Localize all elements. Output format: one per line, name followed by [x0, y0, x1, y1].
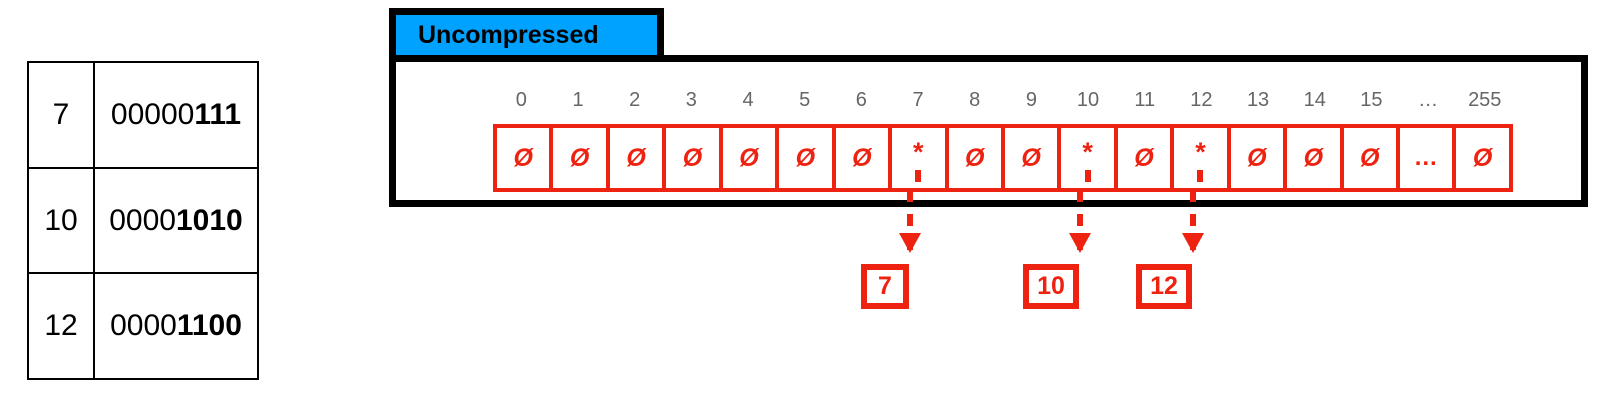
- binary-prefix: 0000: [110, 309, 177, 343]
- empty-set-icon: Ø: [513, 143, 533, 172]
- pointer-arrow-7: [899, 190, 921, 253]
- binary-prefix: 0000: [109, 203, 176, 237]
- index-label: 1: [572, 89, 584, 111]
- empty-set-icon: Ø: [1472, 143, 1493, 172]
- index-label: 8: [969, 89, 981, 111]
- array-cell-13[interactable]: Ø: [1226, 124, 1284, 192]
- arrow-head-icon: [899, 233, 921, 253]
- binary-suffix: 111: [194, 97, 242, 131]
- uncompressed-array-diagram: Uncompressed 0 1 2 3 4 5 6 7 8 9 10 11 1…: [389, 8, 1588, 208]
- index-label: …: [1418, 89, 1439, 111]
- arrow-stem: [1190, 190, 1196, 252]
- result-box-10[interactable]: 10: [1023, 264, 1079, 309]
- empty-set-icon: Ø: [1303, 143, 1324, 172]
- array-cell-0[interactable]: Ø: [493, 124, 550, 192]
- empty-set-icon: Ø: [1247, 143, 1267, 172]
- index-label: 15: [1360, 89, 1383, 111]
- empty-set-icon: Ø: [795, 143, 816, 172]
- arrow-head-icon: [1069, 233, 1091, 253]
- index-label: 9: [1025, 89, 1037, 111]
- index-label: 5: [799, 89, 811, 111]
- index-label: 6: [855, 89, 867, 111]
- binary-suffix: 1100: [176, 309, 242, 343]
- index-label: 10: [1076, 89, 1100, 111]
- empty-set-icon: Ø: [569, 143, 590, 172]
- empty-set-icon: Ø: [739, 143, 759, 172]
- pointer-asterisk-icon: *: [1195, 136, 1206, 167]
- array-cells: Ø Ø Ø Ø Ø Ø Ø * Ø Ø * Ø * Ø Ø Ø … Ø: [493, 124, 1513, 192]
- array-cell-4[interactable]: Ø: [718, 124, 776, 192]
- index-label: 4: [742, 89, 754, 111]
- array-cell-9[interactable]: Ø: [1000, 124, 1058, 192]
- array-cell-6[interactable]: Ø: [831, 124, 889, 192]
- index-label: 3: [685, 89, 697, 111]
- index-label: 2: [629, 89, 641, 111]
- binary-prefix: 00000: [110, 97, 195, 131]
- arrow-stem: [1077, 190, 1083, 252]
- decimal-value: 10: [29, 168, 95, 273]
- pointer-arrow-12: [1182, 190, 1204, 253]
- index-label: 0: [515, 89, 527, 111]
- pointer-asterisk-icon: *: [913, 136, 924, 167]
- array-cell-ellipsis: …: [1396, 124, 1453, 192]
- array-cell-8[interactable]: Ø: [944, 124, 1001, 192]
- index-label: 14: [1303, 89, 1326, 111]
- arrow-head-icon: [1182, 233, 1204, 253]
- index-label: 13: [1246, 89, 1270, 111]
- result-value: 12: [1150, 272, 1178, 300]
- uncompressed-badge-label: Uncompressed: [418, 21, 599, 49]
- uncompressed-badge: Uncompressed: [389, 8, 664, 56]
- array-cell-15[interactable]: Ø: [1339, 124, 1396, 192]
- array-container: 0 1 2 3 4 5 6 7 8 9 10 11 12 13 14 15 … …: [389, 55, 1588, 207]
- array-cell-11[interactable]: Ø: [1113, 124, 1171, 192]
- empty-set-icon: Ø: [852, 143, 872, 172]
- index-label: 255: [1468, 89, 1502, 111]
- array-cell-255[interactable]: Ø: [1452, 124, 1513, 192]
- array-cell-10[interactable]: *: [1057, 124, 1114, 192]
- result-box-7[interactable]: 7: [861, 264, 909, 309]
- decimal-value: 12: [29, 274, 95, 379]
- result-box-12[interactable]: 12: [1136, 264, 1192, 309]
- empty-set-icon: Ø: [1021, 143, 1041, 172]
- pointer-arrow-10: [1069, 190, 1091, 253]
- result-value: 7: [878, 272, 892, 300]
- index-label: 12: [1190, 89, 1213, 111]
- array-cell-5[interactable]: Ø: [775, 124, 832, 192]
- decimal-value: 7: [29, 63, 95, 167]
- array-cell-14[interactable]: Ø: [1283, 124, 1340, 192]
- empty-set-icon: Ø: [1360, 143, 1380, 172]
- index-label: 7: [912, 89, 924, 111]
- array-cell-3[interactable]: Ø: [662, 124, 719, 192]
- arrow-stem: [907, 190, 913, 252]
- array-cell-1[interactable]: Ø: [549, 124, 606, 192]
- result-value: 10: [1037, 272, 1065, 300]
- array-index-labels: 0 1 2 3 4 5 6 7 8 9 10 11 12 13 14 15 … …: [493, 87, 1513, 113]
- pointer-asterisk-icon: *: [1082, 136, 1093, 167]
- ellipsis-icon: …: [1413, 144, 1439, 171]
- binary-suffix: 1010: [176, 203, 243, 237]
- array-cell-2[interactable]: Ø: [605, 124, 663, 192]
- array-cell-7[interactable]: *: [888, 124, 945, 192]
- index-label: 11: [1134, 89, 1156, 111]
- empty-set-icon: Ø: [626, 143, 646, 172]
- array-cell-12[interactable]: *: [1170, 124, 1227, 192]
- empty-set-icon: Ø: [682, 143, 703, 172]
- empty-set-icon: Ø: [1134, 143, 1154, 172]
- empty-set-icon: Ø: [964, 143, 985, 172]
